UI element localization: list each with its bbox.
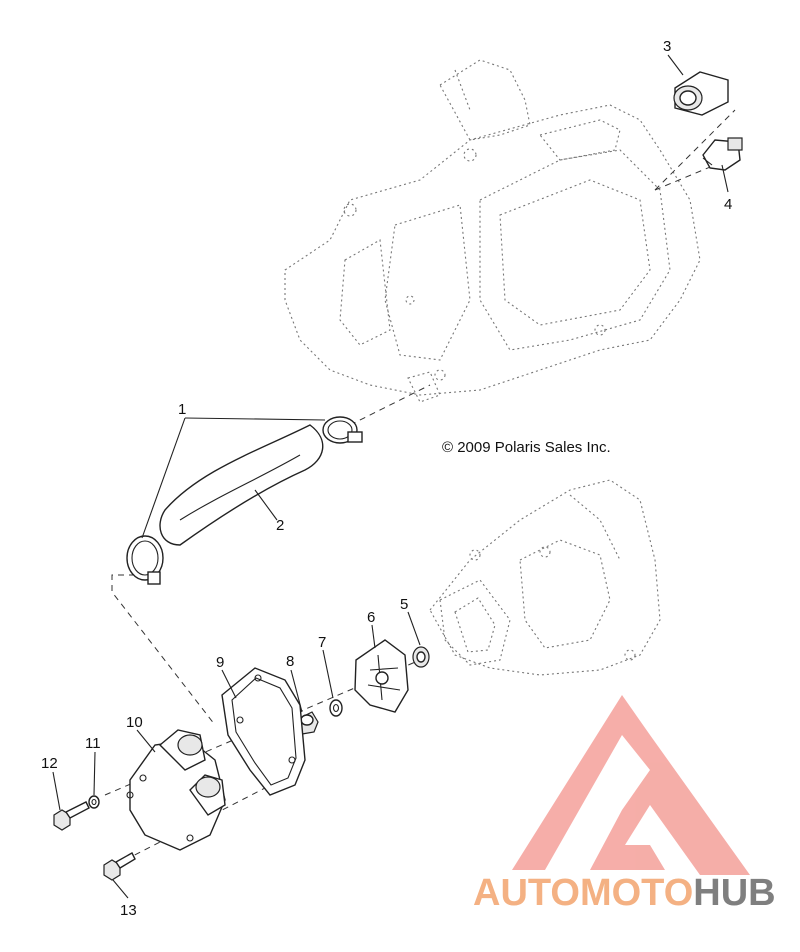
callout-3: 3 — [663, 38, 671, 55]
thermostat-part — [673, 71, 729, 116]
hose-clamp-lower — [126, 535, 164, 585]
callout-8: 8 — [286, 653, 294, 670]
watermark-text-hub: HUB — [693, 872, 775, 914]
callout-12: 12 — [41, 755, 58, 772]
watermark-logo — [512, 695, 750, 875]
washer-part-7 — [329, 699, 343, 717]
crankcase-outline — [429, 479, 661, 676]
callout-10: 10 — [126, 714, 143, 731]
callout-5: 5 — [400, 596, 408, 613]
callout-6: 6 — [367, 609, 375, 626]
bolt-part-13 — [103, 852, 136, 881]
callout-labels: 1 2 3 4 5 6 7 8 9 10 11 12 13 — [41, 38, 732, 919]
watermark-text: AUTOMOTOHUB — [473, 872, 776, 914]
impeller-part — [354, 639, 409, 713]
water-pump-cover-part — [126, 729, 226, 851]
temperature-sensor-part — [702, 137, 743, 171]
callout-9: 9 — [216, 654, 224, 671]
callout-7: 7 — [318, 634, 326, 651]
bolt-part-12 — [53, 801, 90, 831]
watermark-triangle-mark — [512, 695, 750, 875]
seal-part — [412, 646, 430, 668]
callout-4: 4 — [724, 196, 732, 213]
callout-1: 1 — [178, 401, 186, 418]
gasket-part — [221, 667, 306, 796]
callout-2: 2 — [276, 517, 284, 534]
copyright-notice: © 2009 Polaris Sales Inc. — [442, 439, 611, 456]
callout-11: 11 — [85, 735, 101, 752]
washer-part-11 — [88, 795, 100, 809]
cylinder-head-outline — [284, 59, 701, 403]
callout-13: 13 — [120, 902, 137, 919]
watermark-text-automoto: AUTOMOTO — [473, 872, 693, 914]
plug-part — [299, 711, 319, 735]
hose-clamp-upper — [322, 416, 363, 444]
coolant-hose-part — [159, 424, 324, 546]
leader-lines — [52, 54, 729, 899]
